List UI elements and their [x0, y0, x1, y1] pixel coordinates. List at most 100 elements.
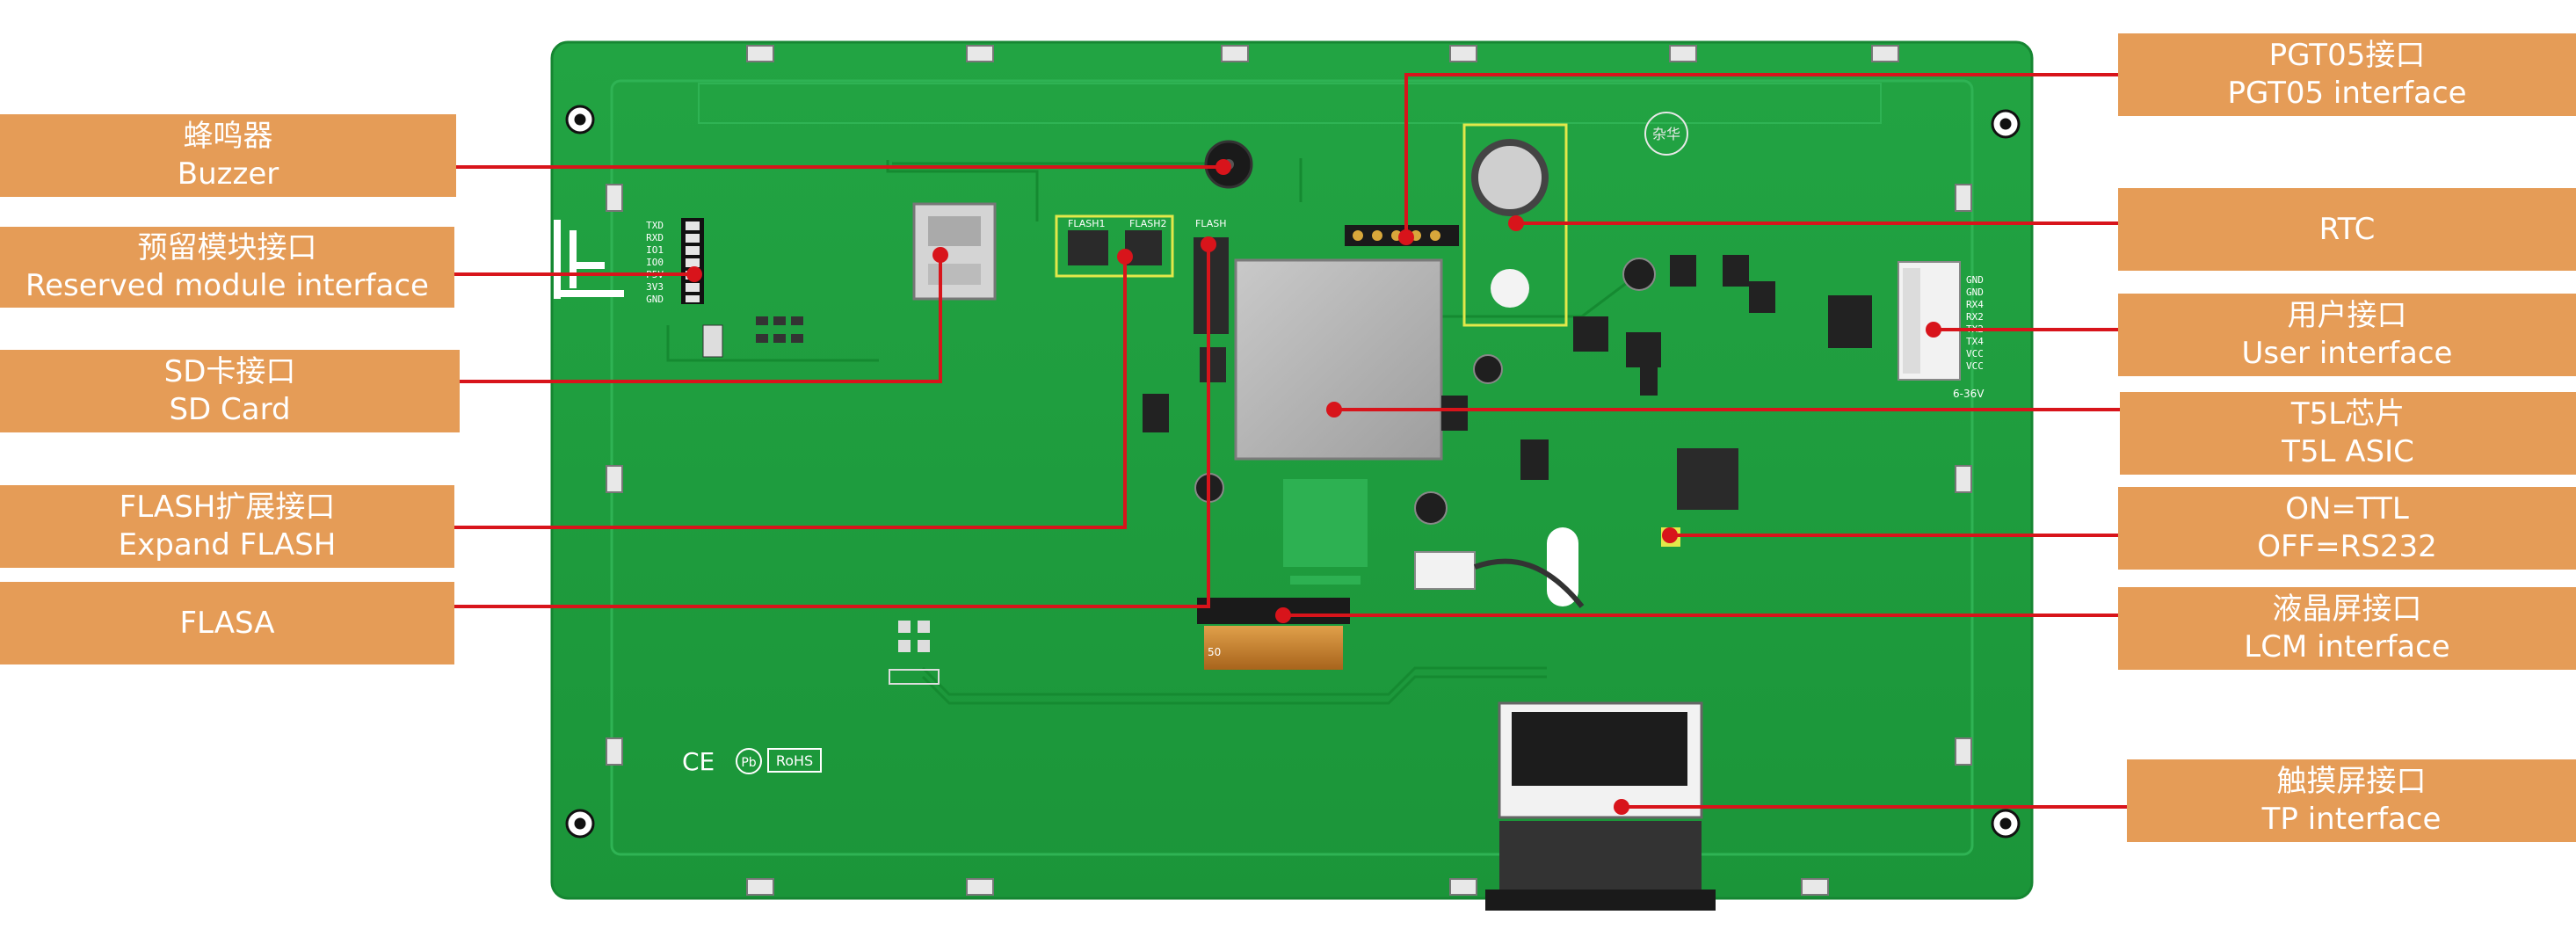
inspection-stamp	[1644, 112, 1688, 156]
callout-flasa-en: FLASA	[179, 605, 275, 641]
edge-clips	[606, 45, 1972, 896]
flash-top-silkscreen: FLASH	[1195, 218, 1227, 229]
callout-tp-en: TP interface	[2261, 802, 2442, 837]
voltage-silkscreen: 6-36V	[1953, 388, 1985, 400]
callout-rtc-en: RTC	[2318, 211, 2376, 247]
callout-pgt05-en: PGT05 interface	[2227, 76, 2467, 111]
endpoint-t5l	[1326, 402, 1342, 418]
callout-rtc: RTC	[2118, 188, 2576, 271]
pb-mark-text: Pb	[741, 756, 756, 770]
stamp-text: 杂华	[1652, 126, 1680, 142]
pin-label: RX4	[1966, 299, 1984, 310]
pin-label: 3V3	[646, 281, 664, 293]
pb-free-mark	[736, 748, 762, 774]
ce-mark: CE	[682, 747, 715, 776]
flash1-silkscreen: FLASH1	[1068, 218, 1106, 229]
small-white-connector	[1414, 551, 1476, 590]
board-inner-frame-2	[698, 83, 1882, 124]
pin-label: RX2	[1966, 311, 1984, 323]
leader-flash-expand	[454, 257, 1127, 529]
small-components-bottom-left	[889, 621, 940, 685]
flasa-chips	[1194, 237, 1229, 382]
rohs-mark: RoHS	[776, 752, 813, 769]
callout-buzzer-en: Buzzer	[177, 156, 279, 192]
callout-sd-card-en: SD Card	[169, 392, 291, 427]
callout-reserved-module-en: Reserved module interface	[25, 268, 429, 303]
callout-user-interface: 用户接口 User interface	[2118, 294, 2576, 376]
endpoint-user-interface	[1926, 322, 1941, 338]
rtc-battery	[1471, 139, 1549, 216]
connector-wire	[1473, 558, 1585, 608]
rtc-crystal	[1491, 269, 1529, 308]
callout-lcm: 液晶屏接口 LCM interface	[2118, 587, 2576, 670]
callout-pgt05: PGT05接口 PGT05 interface	[2118, 33, 2576, 116]
left-header	[681, 218, 704, 304]
callout-reserved-module: 预留模块接口 Reserved module interface	[0, 227, 454, 308]
pin-label: IO1	[646, 244, 664, 256]
callout-flasa: FLASA	[0, 582, 454, 664]
pin-label: VCC	[1966, 348, 1984, 359]
leader-sd-card	[460, 255, 942, 383]
mounting-holes	[565, 105, 2021, 839]
fpc-silkscreen: 50	[1208, 646, 1221, 658]
callout-sd-card-zh: SD卡接口	[163, 354, 296, 389]
endpoint-rtc	[1508, 215, 1524, 231]
callout-flash-expand: FLASH扩展接口 Expand FLASH	[0, 485, 454, 568]
callout-sd-card: SD卡接口 SD Card	[0, 350, 460, 432]
callout-t5l-en: T5L ASIC	[2282, 434, 2414, 469]
endpoint-ttl-rs232	[1662, 527, 1678, 543]
endpoint-tp	[1614, 799, 1629, 815]
callout-flash-expand-zh: FLASH扩展接口	[119, 490, 336, 525]
endpoint-reserved-module	[686, 266, 702, 282]
callout-reserved-module-zh: 预留模块接口	[137, 230, 317, 265]
lcm-fpc-connector	[1197, 598, 1350, 670]
flash1-chip	[1068, 230, 1108, 265]
pin-label: VCC	[1966, 360, 1984, 372]
board-slot	[1547, 527, 1578, 606]
endpoint-sd-card	[932, 247, 948, 263]
user-pin-labels: GND GND RX4 RX2 TX2 TX4 VCC VCC	[1966, 274, 1984, 372]
endpoint-flash-expand	[1117, 249, 1133, 265]
capacitors	[1194, 258, 1656, 525]
small-components-left	[702, 316, 803, 358]
pin-label: TX4	[1966, 336, 1984, 347]
header-pin-labels: TXD RXD IO1 IO0 P5V 3V3 GND	[646, 220, 664, 305]
leader-lines	[454, 73, 2127, 809]
callout-ttl-rs232-line1: ON=TTL	[2285, 491, 2409, 526]
leader-flasa	[454, 244, 1210, 608]
tp-connector	[1485, 701, 1716, 911]
leader-pgt05	[1404, 73, 2118, 237]
callout-buzzer-zh: 蜂鸣器	[183, 119, 273, 154]
callout-flash-expand-en: Expand FLASH	[118, 527, 337, 563]
callout-user-interface-zh: 用户接口	[2287, 298, 2407, 333]
endpoint-buzzer	[1215, 159, 1231, 175]
flash2-silkscreen: FLASH2	[1129, 218, 1167, 229]
callout-t5l-zh: T5L芯片	[2290, 396, 2405, 432]
callout-pgt05-zh: PGT05接口	[2268, 38, 2426, 73]
pin-label: GND	[646, 294, 664, 305]
callout-ttl-rs232: ON=TTL OFF=RS232	[2118, 487, 2576, 570]
pad-area	[1283, 479, 1368, 585]
endpoint-pgt05	[1398, 229, 1414, 245]
callout-tp-zh: 触摸屏接口	[2276, 764, 2427, 799]
callout-ttl-rs232-line2: OFF=RS232	[2257, 529, 2437, 564]
rohs-mark-border	[767, 748, 822, 773]
callout-tp: 触摸屏接口 TP interface	[2127, 759, 2576, 842]
user-interface-connector	[1898, 261, 1961, 381]
callout-user-interface-en: User interface	[2241, 336, 2453, 371]
silkscreen-logo	[554, 220, 624, 299]
callout-lcm-zh: 液晶屏接口	[2272, 592, 2422, 627]
endpoint-lcm	[1275, 607, 1291, 623]
pcb-board	[550, 40, 2034, 900]
pin-label: RXD	[646, 232, 664, 243]
callout-lcm-en: LCM interface	[2244, 629, 2450, 664]
t5l-asic-shield	[1234, 258, 1443, 461]
endpoint-flasa	[1201, 236, 1216, 252]
callout-t5l: T5L芯片 T5L ASIC	[2120, 392, 2576, 475]
pin-label: GND	[1966, 274, 1984, 286]
sd-card-slot	[912, 202, 997, 301]
pin-label: IO0	[646, 257, 664, 268]
pin-label: TXD	[646, 220, 664, 231]
